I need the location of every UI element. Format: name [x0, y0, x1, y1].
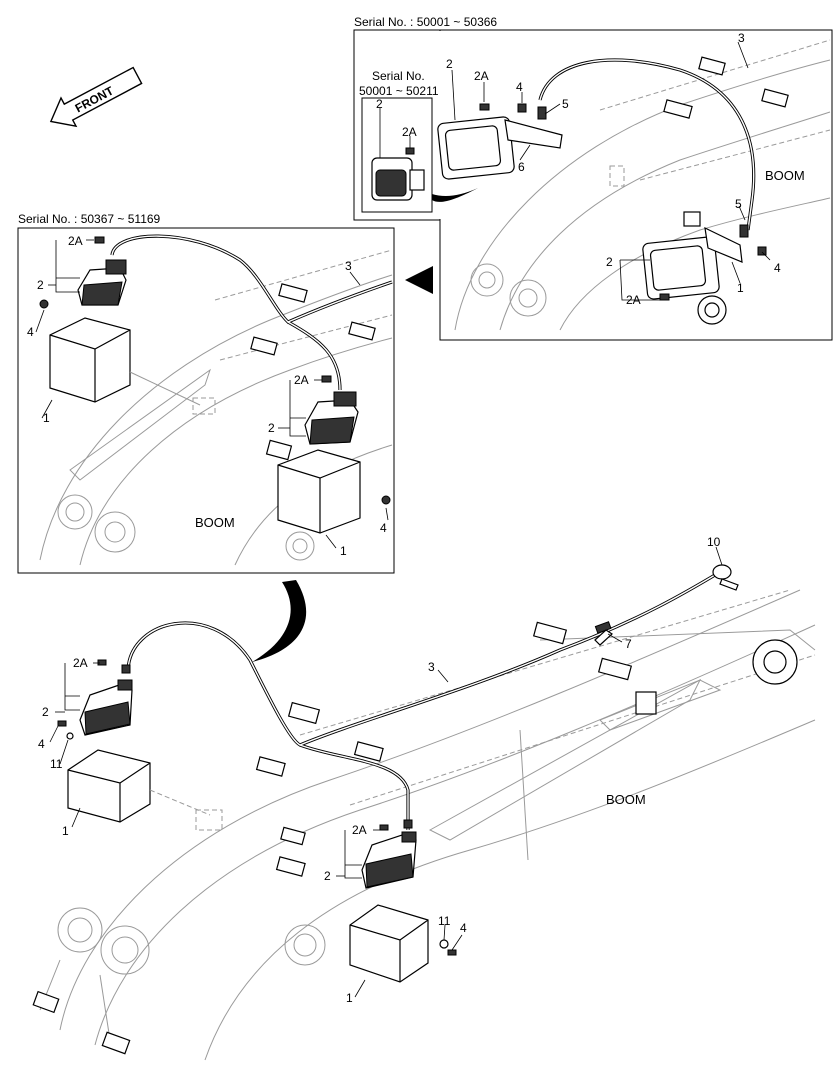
main-lamp-right: [361, 819, 417, 889]
main-fasteners: [57, 659, 457, 956]
label-11: 11: [438, 914, 451, 928]
label-1: 1: [346, 991, 353, 1005]
label-2A: 2A: [294, 373, 309, 387]
label-4: 4: [774, 261, 781, 275]
label-2A: 2A: [352, 823, 367, 837]
inset-top-boom-outline: [454, 39, 831, 331]
sub-inset-arrow: [432, 188, 478, 202]
inset-left-labels: 2A 2 3 4 1 2A 2 4 1 BOOM: [27, 234, 387, 558]
inset-left-lamp-upper: [77, 259, 127, 306]
main-boom-outline: [32, 589, 816, 1061]
clamp-part-10: [712, 564, 739, 591]
label-2A: 2A: [73, 656, 88, 670]
front-arrow: FRONT: [49, 66, 143, 128]
label-4: 4: [27, 325, 34, 339]
main-leaders: [49, 546, 723, 998]
inset-left-bracket-lower: [277, 449, 361, 534]
label-3: 3: [428, 660, 435, 674]
label-2: 2: [606, 255, 613, 269]
label-2: 2: [37, 278, 44, 292]
pointer-triangle: [405, 266, 433, 294]
main-cable-3: [126, 570, 721, 830]
connector-part-7: [594, 621, 613, 646]
label-1: 1: [737, 281, 744, 295]
inset-left-serial: Serial No. : 50367 ~ 51169: [18, 212, 161, 226]
label-1: 1: [62, 824, 69, 838]
curved-arrow: [252, 580, 307, 662]
inset-left-lamp-lower: [304, 391, 359, 445]
label-4: 4: [516, 80, 523, 94]
label-4: 4: [38, 737, 45, 751]
label-2: 2: [376, 97, 383, 111]
label-3: 3: [345, 259, 352, 273]
label-3: 3: [738, 31, 745, 45]
main-labels: 10 7 3 2A 2 4 11 1 2A 2 11 4 1 BOOM: [38, 535, 721, 1005]
sub-serial-line2: 50001 ~ 50211: [359, 84, 439, 98]
label-11: 11: [50, 757, 63, 771]
inset-top-cable: [538, 58, 756, 231]
inset-left-fasteners: [39, 236, 391, 505]
label-2A: 2A: [474, 69, 489, 83]
sub-serial-line1: Serial No.: [372, 69, 425, 83]
label-7: 7: [625, 637, 632, 651]
label-1: 1: [43, 411, 50, 425]
inset-top-lamp-upper: [437, 103, 563, 180]
label-2A: 2A: [626, 293, 641, 307]
boom-label: BOOM: [195, 515, 235, 530]
inset-top-leaders: [379, 41, 771, 301]
main-bracket-right: [349, 904, 429, 983]
label-10: 10: [707, 535, 721, 549]
label-1: 1: [340, 544, 347, 558]
label-2: 2: [42, 705, 49, 719]
boom-label: BOOM: [606, 792, 646, 807]
label-5: 5: [562, 97, 569, 111]
label-2: 2: [268, 421, 275, 435]
inset-left-cable: [110, 234, 393, 391]
inset-top-lamp-lower: [642, 211, 767, 301]
main-lamp-left: [79, 664, 133, 736]
label-2: 2: [324, 869, 331, 883]
main-bracket-left: [67, 749, 223, 831]
label-2: 2: [446, 57, 453, 71]
label-2A: 2A: [68, 234, 83, 248]
inset-left-bracket-upper: [49, 317, 201, 406]
label-2A: 2A: [402, 125, 417, 139]
inset-top-labels: 3 2 2A 4 5 6 2 2A 5 2 2A 4 1 BOOM: [376, 31, 805, 307]
label-4: 4: [460, 921, 467, 935]
inset-top-serial: Serial No. : 50001 ~ 50366: [354, 15, 497, 29]
inset-left-leaders: [35, 239, 389, 549]
label-5: 5: [735, 197, 742, 211]
label-4: 4: [380, 521, 387, 535]
label-6: 6: [518, 160, 525, 174]
boom-label: BOOM: [765, 168, 805, 183]
